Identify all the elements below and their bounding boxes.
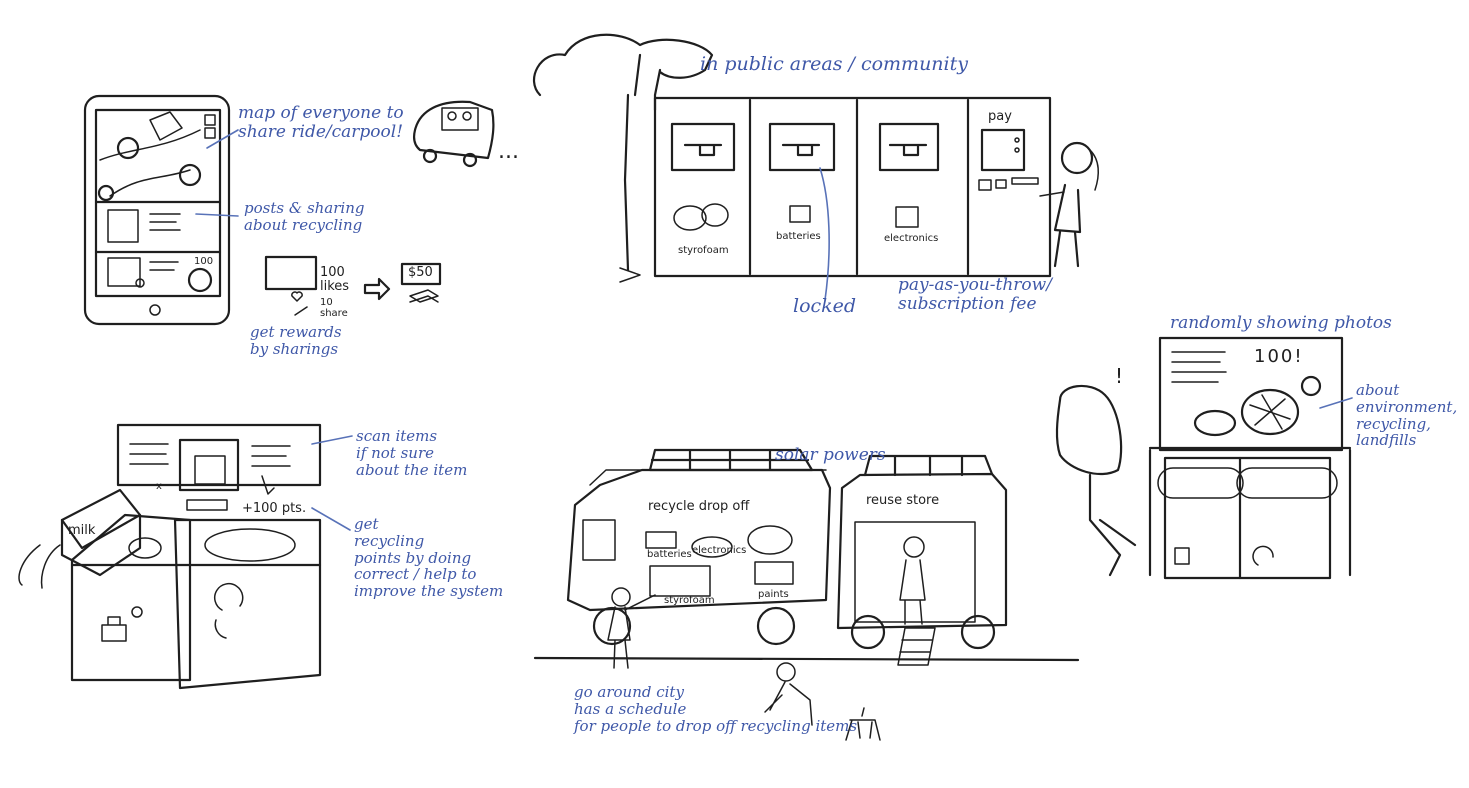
bin-label-styrofoam: styrofoam <box>678 245 729 256</box>
locked-label: locked <box>793 295 857 317</box>
scan-label: scan items if not sure about the item <box>356 427 468 479</box>
map-label: map of everyone to share ride/carpool! <box>238 103 404 143</box>
tablet-sketch <box>83 94 495 326</box>
public-areas-title: in public areas / community <box>700 53 968 75</box>
bin-label-batteries: batteries <box>776 231 821 242</box>
points-label: get recycling points by doing correct / … <box>354 515 504 601</box>
compartment-paints: paints <box>758 589 789 600</box>
fee-label: pay-as-you-throw/ subscription fee <box>898 275 1052 315</box>
solar-title: solar powers <box>775 445 886 465</box>
posts-label: posts & sharing about recycling <box>244 199 365 234</box>
bin-label-electronics: electronics <box>884 233 939 244</box>
schedule-label: go around city has a schedule for people… <box>574 683 858 735</box>
public-bins-sketch <box>533 33 1100 301</box>
ellipsis: ... <box>498 139 519 164</box>
screen-text: 100! <box>1254 346 1304 367</box>
x-mark: x <box>156 481 162 492</box>
likes-count: 100 likes <box>320 265 350 294</box>
truck-sketch <box>533 448 1080 741</box>
milk-label: milk <box>68 523 96 538</box>
pay-label: pay <box>988 109 1012 124</box>
recycle-drop-off-sign: recycle drop off <box>648 499 750 514</box>
compartment-styrofoam: styrofoam <box>664 595 715 606</box>
reward-value: $50 <box>408 265 433 280</box>
exclamation: ! <box>1115 364 1124 388</box>
screen-sketch <box>1055 336 1353 580</box>
reuse-store-sign: reuse store <box>866 493 940 508</box>
scanner-bins-sketch <box>18 423 353 690</box>
compartment-batteries: batteries <box>647 549 692 560</box>
random-photos-title: randomly showing photos <box>1170 313 1392 333</box>
about-label: about environment, recycling, landfills <box>1356 381 1458 450</box>
points-earned: +100 pts. <box>242 501 307 516</box>
badge-count: 100 <box>194 256 214 267</box>
rewards-label: get rewards by sharings <box>250 323 342 358</box>
shares-count: 10 share <box>320 297 348 319</box>
compartment-electronics: electronics <box>692 545 747 556</box>
